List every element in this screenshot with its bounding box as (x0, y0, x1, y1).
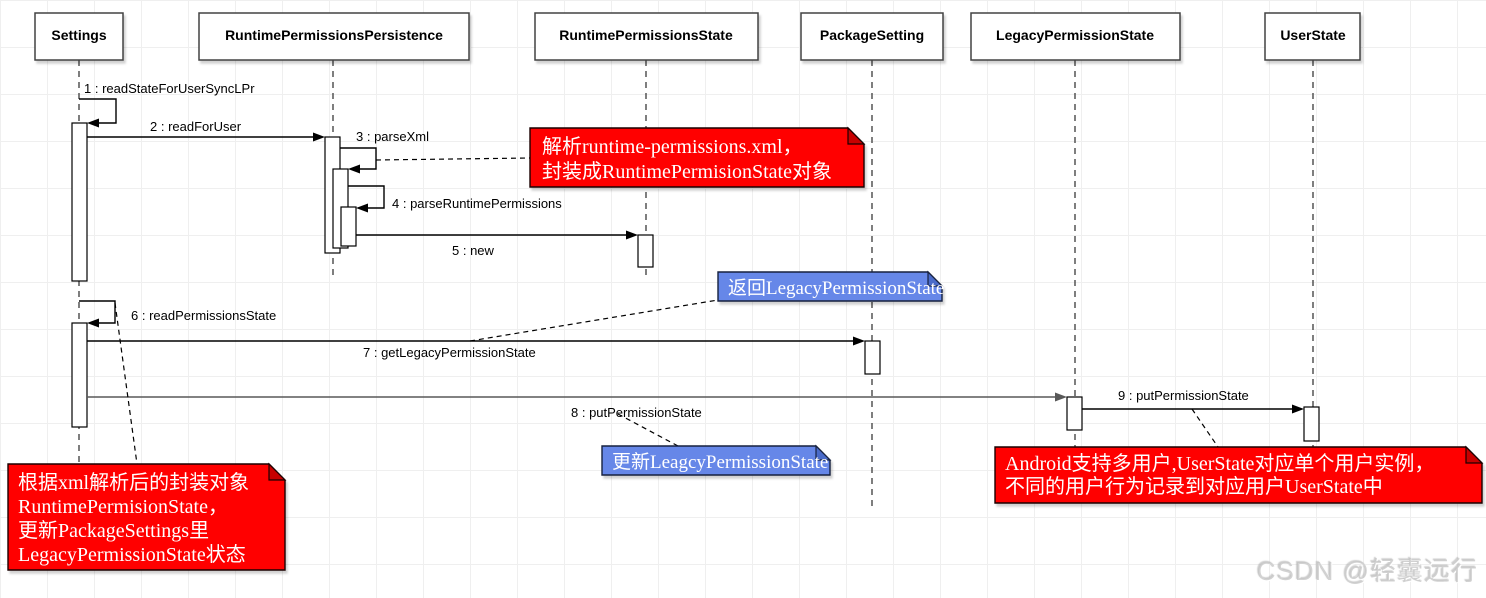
note-fold (847, 126, 866, 145)
note-anchor-parse-xml (375, 157, 531, 161)
note-line: 更新LeagcyPermissionState (612, 451, 828, 473)
message-label: 7 : getLegacyPermissionState (363, 345, 536, 360)
participant-legacypermissionstate: LegacyPermissionState (970, 12, 1181, 61)
participant-box (198, 12, 470, 61)
activation-legacypermissionstate (1066, 396, 1083, 431)
note-shape (7, 463, 286, 571)
participant-settings: Settings (34, 12, 124, 61)
message-line (79, 98, 117, 124)
message-1-readStateForUserSyncLPr: 1 : readStateForUserSyncLPr (79, 81, 255, 128)
activation-settings-1 (71, 122, 88, 282)
note-shape (601, 445, 831, 476)
note-fold (1465, 445, 1484, 464)
note-anchor-update-legacy (617, 413, 679, 447)
activation-packagesetting (864, 340, 881, 375)
message-2-readForUser: 2 : readForUser (87, 119, 325, 142)
participant-label: RuntimePermissionsState (559, 27, 733, 43)
message-arrowhead (313, 132, 325, 142)
message-9-putPermissionState: 9 : putPermissionState (1082, 388, 1304, 414)
note-line: LegacyPermissionState状态 (18, 543, 246, 566)
note-line: 根据xml解析后的封装对象 (18, 471, 249, 494)
message-label: 5 : new (452, 243, 495, 258)
activation-settings-2 (71, 322, 88, 428)
message-5-new: 5 : new (356, 230, 638, 258)
message-line (348, 185, 385, 209)
note-line: RuntimePermisionState， (18, 496, 228, 518)
note-parse-xml: 解析runtime-permissions.xml， 封装成RuntimePer… (529, 126, 866, 188)
message-arrowhead (87, 118, 99, 128)
participant-label: LegacyPermissionState (996, 27, 1154, 43)
message-label: 3 : parseXml (356, 129, 429, 144)
note-line: 返回LegacyPermissionState (728, 277, 944, 299)
participant-userstate: UserState (1264, 12, 1361, 61)
note-shape (529, 127, 865, 188)
participant-label: Settings (51, 27, 106, 43)
participant-label: UserState (1280, 27, 1346, 43)
message-label: 9 : putPermissionState (1118, 388, 1249, 403)
participant-box (1264, 12, 1361, 61)
message-arrowhead (1292, 404, 1304, 414)
message-label: 1 : readStateForUserSyncLPr (84, 81, 255, 96)
note-fold (268, 462, 287, 481)
message-4-parseRuntimePermissions: 4 : parseRuntimePermissions (348, 185, 562, 213)
note-shape (994, 446, 1483, 504)
note-line: 解析runtime-permissions.xml， (542, 135, 803, 158)
note-line: 更新PackageSettings里 (18, 519, 209, 542)
participant-packagesetting: PackageSetting (800, 12, 944, 61)
message-arrowhead (626, 230, 638, 240)
activation-userstate (1303, 406, 1320, 442)
message-line (340, 147, 377, 170)
note-line: 不同的用户行为记录到对应用户UserState中 (1005, 475, 1383, 498)
note-line: Android支持多用户,UserState对应单个用户实例， (1005, 452, 1434, 475)
note-fold (927, 270, 944, 287)
note-line: 封装成RuntimePermisionState对象 (542, 160, 832, 183)
message-label: 4 : parseRuntimePermissions (392, 196, 562, 211)
participant-box (800, 12, 944, 61)
message-arrowhead (356, 203, 368, 213)
message-6-readPermissionsState: 6 : readPermissionsState (79, 300, 276, 328)
message-3-parseXml: 3 : parseXml (340, 129, 429, 174)
message-label: 8 : putPermissionState (571, 405, 702, 420)
note-shape (717, 271, 943, 302)
message-8-putPermissionState: 8 : putPermissionState (87, 392, 1067, 420)
note-return-legacypermissionstate: 返回LegacyPermissionState (717, 270, 944, 302)
note-anchor-return-legacy (469, 299, 719, 342)
watermark: CSDN @轻囊远行 (1256, 556, 1478, 586)
note-fold (815, 444, 832, 461)
note-update-leagcypermissionstate: 更新LeagcyPermissionState (601, 444, 832, 476)
message-arrowhead (348, 164, 360, 174)
note-anchor-userstate (1191, 408, 1219, 448)
participant-label: PackageSetting (820, 27, 924, 43)
activation-rtpersistence-3 (340, 206, 357, 247)
message-arrowhead (853, 336, 865, 346)
note-anchor-update-packagesettings (114, 302, 138, 465)
message-arrowhead (1055, 392, 1067, 402)
message-arrowhead (87, 318, 99, 328)
message-7-getLegacyPermissionState: 7 : getLegacyPermissionState (87, 336, 865, 360)
participant-runtimepermissionspersistence: RuntimePermissionsPersistence (198, 12, 470, 61)
participant-runtimepermissionsstate: RuntimePermissionsState (534, 12, 759, 61)
participant-box (534, 12, 759, 61)
activation-rtstate (637, 234, 654, 268)
participant-label: RuntimePermissionsPersistence (225, 27, 443, 43)
message-line (79, 300, 116, 324)
message-label: 6 : readPermissionsState (131, 308, 276, 323)
participant-box (970, 12, 1181, 61)
participant-box (34, 12, 124, 61)
note-update-packagesettings: 根据xml解析后的封装对象 RuntimePermisionState， 更新P… (7, 462, 287, 571)
message-label: 2 : readForUser (150, 119, 242, 134)
note-android-multiuser: Android支持多用户,UserState对应单个用户实例， 不同的用户行为记… (994, 445, 1484, 504)
